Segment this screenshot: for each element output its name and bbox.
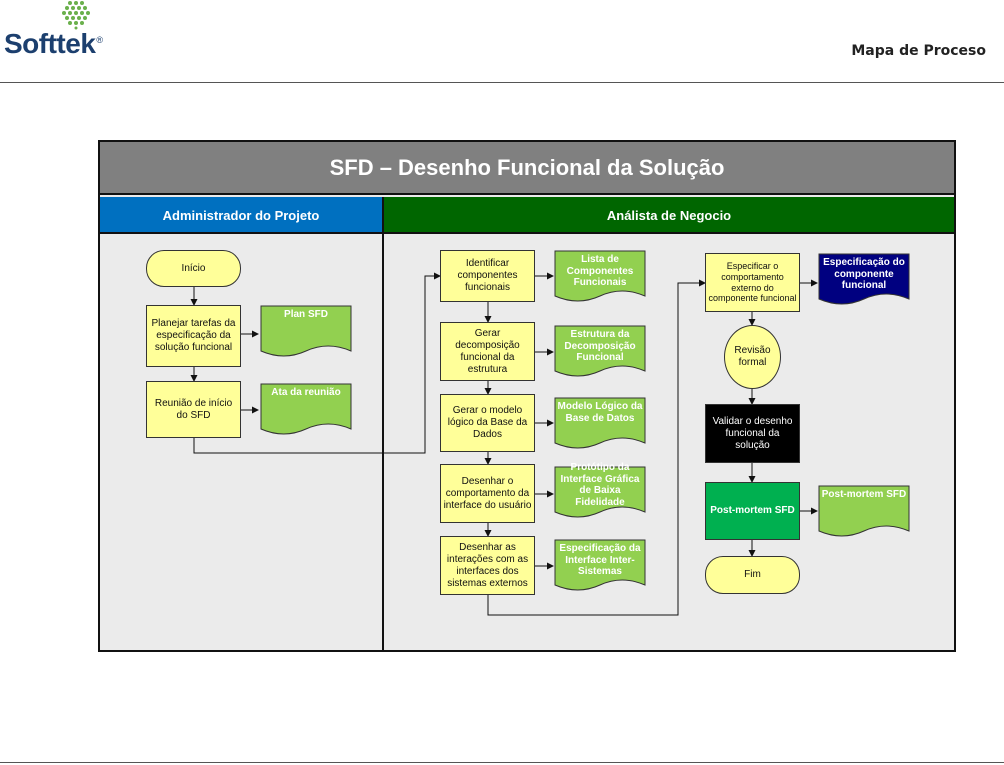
node-revisao: Revisão formal bbox=[724, 325, 781, 389]
lane-header-admin: Administrador do Projeto bbox=[100, 197, 382, 234]
doc-especificacao-interface: Especificação da Interface Inter-Sistema… bbox=[554, 539, 646, 591]
diagram-title: SFD – Desenho Funcional da Solução bbox=[100, 142, 954, 195]
node-reuniao: Reunião de início do SFD bbox=[146, 381, 241, 438]
doc-lista-componentes: Lista de Componentes Funcionais bbox=[554, 250, 646, 302]
node-identificar: Identificar componentes funcionais bbox=[440, 250, 535, 302]
node-gerar-modelo: Gerar o modelo lógico da Base da Dados bbox=[440, 394, 535, 452]
doc-postmortem-sfd: Post-mortem SFD bbox=[818, 485, 910, 537]
node-postmortem: Post-mortem SFD bbox=[705, 482, 800, 540]
logo-wordmark: Softtek® bbox=[4, 28, 103, 59]
node-especificar: Especificar o comportamento externo do c… bbox=[705, 253, 800, 312]
doc-prototipo: Protótipo da Interface Gráfica de Baixa … bbox=[554, 462, 646, 518]
node-fim: Fim bbox=[705, 556, 800, 594]
node-desenhar-interacoes: Desenhar as interações com as interfaces… bbox=[440, 536, 535, 595]
arrow-reuniao-identificar bbox=[193, 272, 441, 454]
logo-dots-icon bbox=[62, 1, 90, 30]
footer-divider bbox=[0, 762, 1004, 763]
softtek-logo: Softtek® bbox=[4, 0, 124, 60]
arrow-interacoes-especificar bbox=[487, 279, 706, 616]
lane-header-analista: Análista de Negocio bbox=[384, 197, 954, 234]
node-desenhar-comportamento: Desenhar o comportamento da interface do… bbox=[440, 464, 535, 523]
lane-divider bbox=[382, 197, 384, 650]
doc-especificacao-componente: Especificação do componente funcional bbox=[818, 253, 910, 305]
page-label: Mapa de Proceso bbox=[851, 43, 986, 59]
doc-plan-sfd: Plan SFD bbox=[260, 305, 352, 357]
node-gerar-decomposicao: Gerar decomposição funcional da estrutur… bbox=[440, 322, 535, 381]
doc-estrutura-decomposicao: Estrutura da Decomposição Funcional bbox=[554, 325, 646, 377]
doc-modelo-logico: Modelo Lógico da Base de Datos bbox=[554, 397, 646, 449]
node-validar: Validar o desenho funcional da solução bbox=[705, 404, 800, 463]
doc-ata: Ata da reunião bbox=[260, 383, 352, 435]
node-planejar: Planejar tarefas da especificação da sol… bbox=[146, 305, 241, 367]
header-divider bbox=[0, 82, 1004, 83]
node-inicio: Início bbox=[146, 250, 241, 287]
